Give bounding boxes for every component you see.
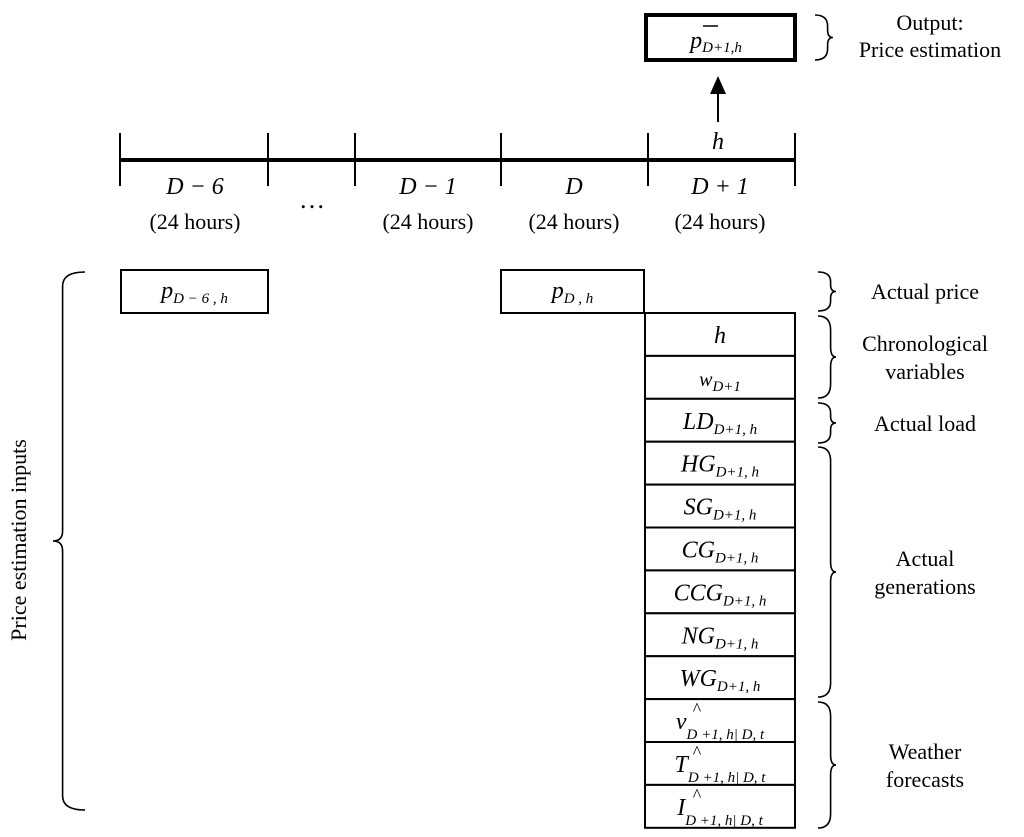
output-label-line2: Price estimation	[859, 37, 1001, 62]
actual-price-box	[500, 269, 645, 314]
actual-price-box	[120, 269, 269, 314]
input-row-box	[644, 440, 796, 486]
group-label: Actual load	[874, 411, 976, 436]
group-brace	[817, 446, 837, 698]
variable-symbol: NGD+1, h	[681, 623, 759, 652]
output-box	[644, 13, 797, 62]
day-hours: (24 hours)	[528, 209, 619, 234]
group-brace	[817, 271, 837, 312]
input-row-box	[644, 354, 796, 400]
hour-marker: h	[712, 129, 724, 155]
input-row-box	[644, 526, 796, 572]
variable-symbol: pD , h	[550, 278, 594, 307]
variable-symbol: CGD+1, h	[682, 538, 759, 567]
day-label: D	[564, 174, 582, 200]
input-row-box	[644, 612, 796, 658]
day-hours: (24 hours)	[674, 209, 765, 234]
group-label: Chronological	[862, 331, 988, 356]
input-row-box	[644, 483, 796, 529]
variable-symbol: ID +1, h| D, t	[676, 795, 763, 829]
variable-symbol: CCGD+1, h	[674, 580, 767, 609]
inputs-label: Price estimation inputs	[6, 439, 31, 641]
hat-accent: ^	[693, 742, 702, 762]
variable-symbol: h	[714, 323, 726, 349]
ellipsis: …	[299, 185, 325, 214]
day-label: D − 6	[165, 174, 224, 200]
variable-symbol: pD − 6 , h	[159, 278, 228, 307]
group-label: Actual price	[871, 279, 979, 304]
group-label: generations	[874, 574, 975, 599]
hat-accent: ^	[693, 699, 702, 719]
input-row-box	[644, 397, 796, 443]
variable-symbol: HGD+1, h	[680, 452, 759, 481]
variable-symbol: TD +1, h| D, t	[675, 752, 767, 786]
group-label: Weather	[889, 739, 962, 764]
variable-symbol: WGD+1, h	[680, 666, 761, 695]
group-label: Actual	[896, 546, 955, 571]
day-label: D + 1	[690, 174, 749, 200]
group-brace	[817, 402, 837, 444]
input-row-box	[644, 698, 796, 743]
hat-accent: ^	[693, 785, 702, 805]
group-label: variables	[885, 359, 964, 384]
output-brace	[814, 14, 834, 61]
variable-symbol: SGD+1, h	[684, 495, 757, 524]
input-row-box	[644, 312, 796, 357]
variable-symbol: vD +1, h| D, t	[676, 709, 765, 743]
group-brace	[817, 701, 837, 829]
input-row-box	[644, 741, 796, 786]
variable-symbol: wD+1	[699, 369, 741, 395]
input-row-box	[644, 783, 796, 829]
group-label: forecasts	[886, 767, 964, 792]
inputs-brace	[52, 271, 86, 811]
output-label-line1: Output:	[896, 10, 963, 35]
day-hours: (24 hours)	[149, 209, 240, 234]
day-hours: (24 hours)	[382, 209, 473, 234]
arrow-head	[710, 76, 726, 94]
output-symbol: pD+1,h	[688, 28, 742, 56]
variable-symbol: LDD+1, h	[682, 409, 757, 438]
day-label: D − 1	[398, 174, 457, 200]
group-brace	[817, 315, 837, 399]
